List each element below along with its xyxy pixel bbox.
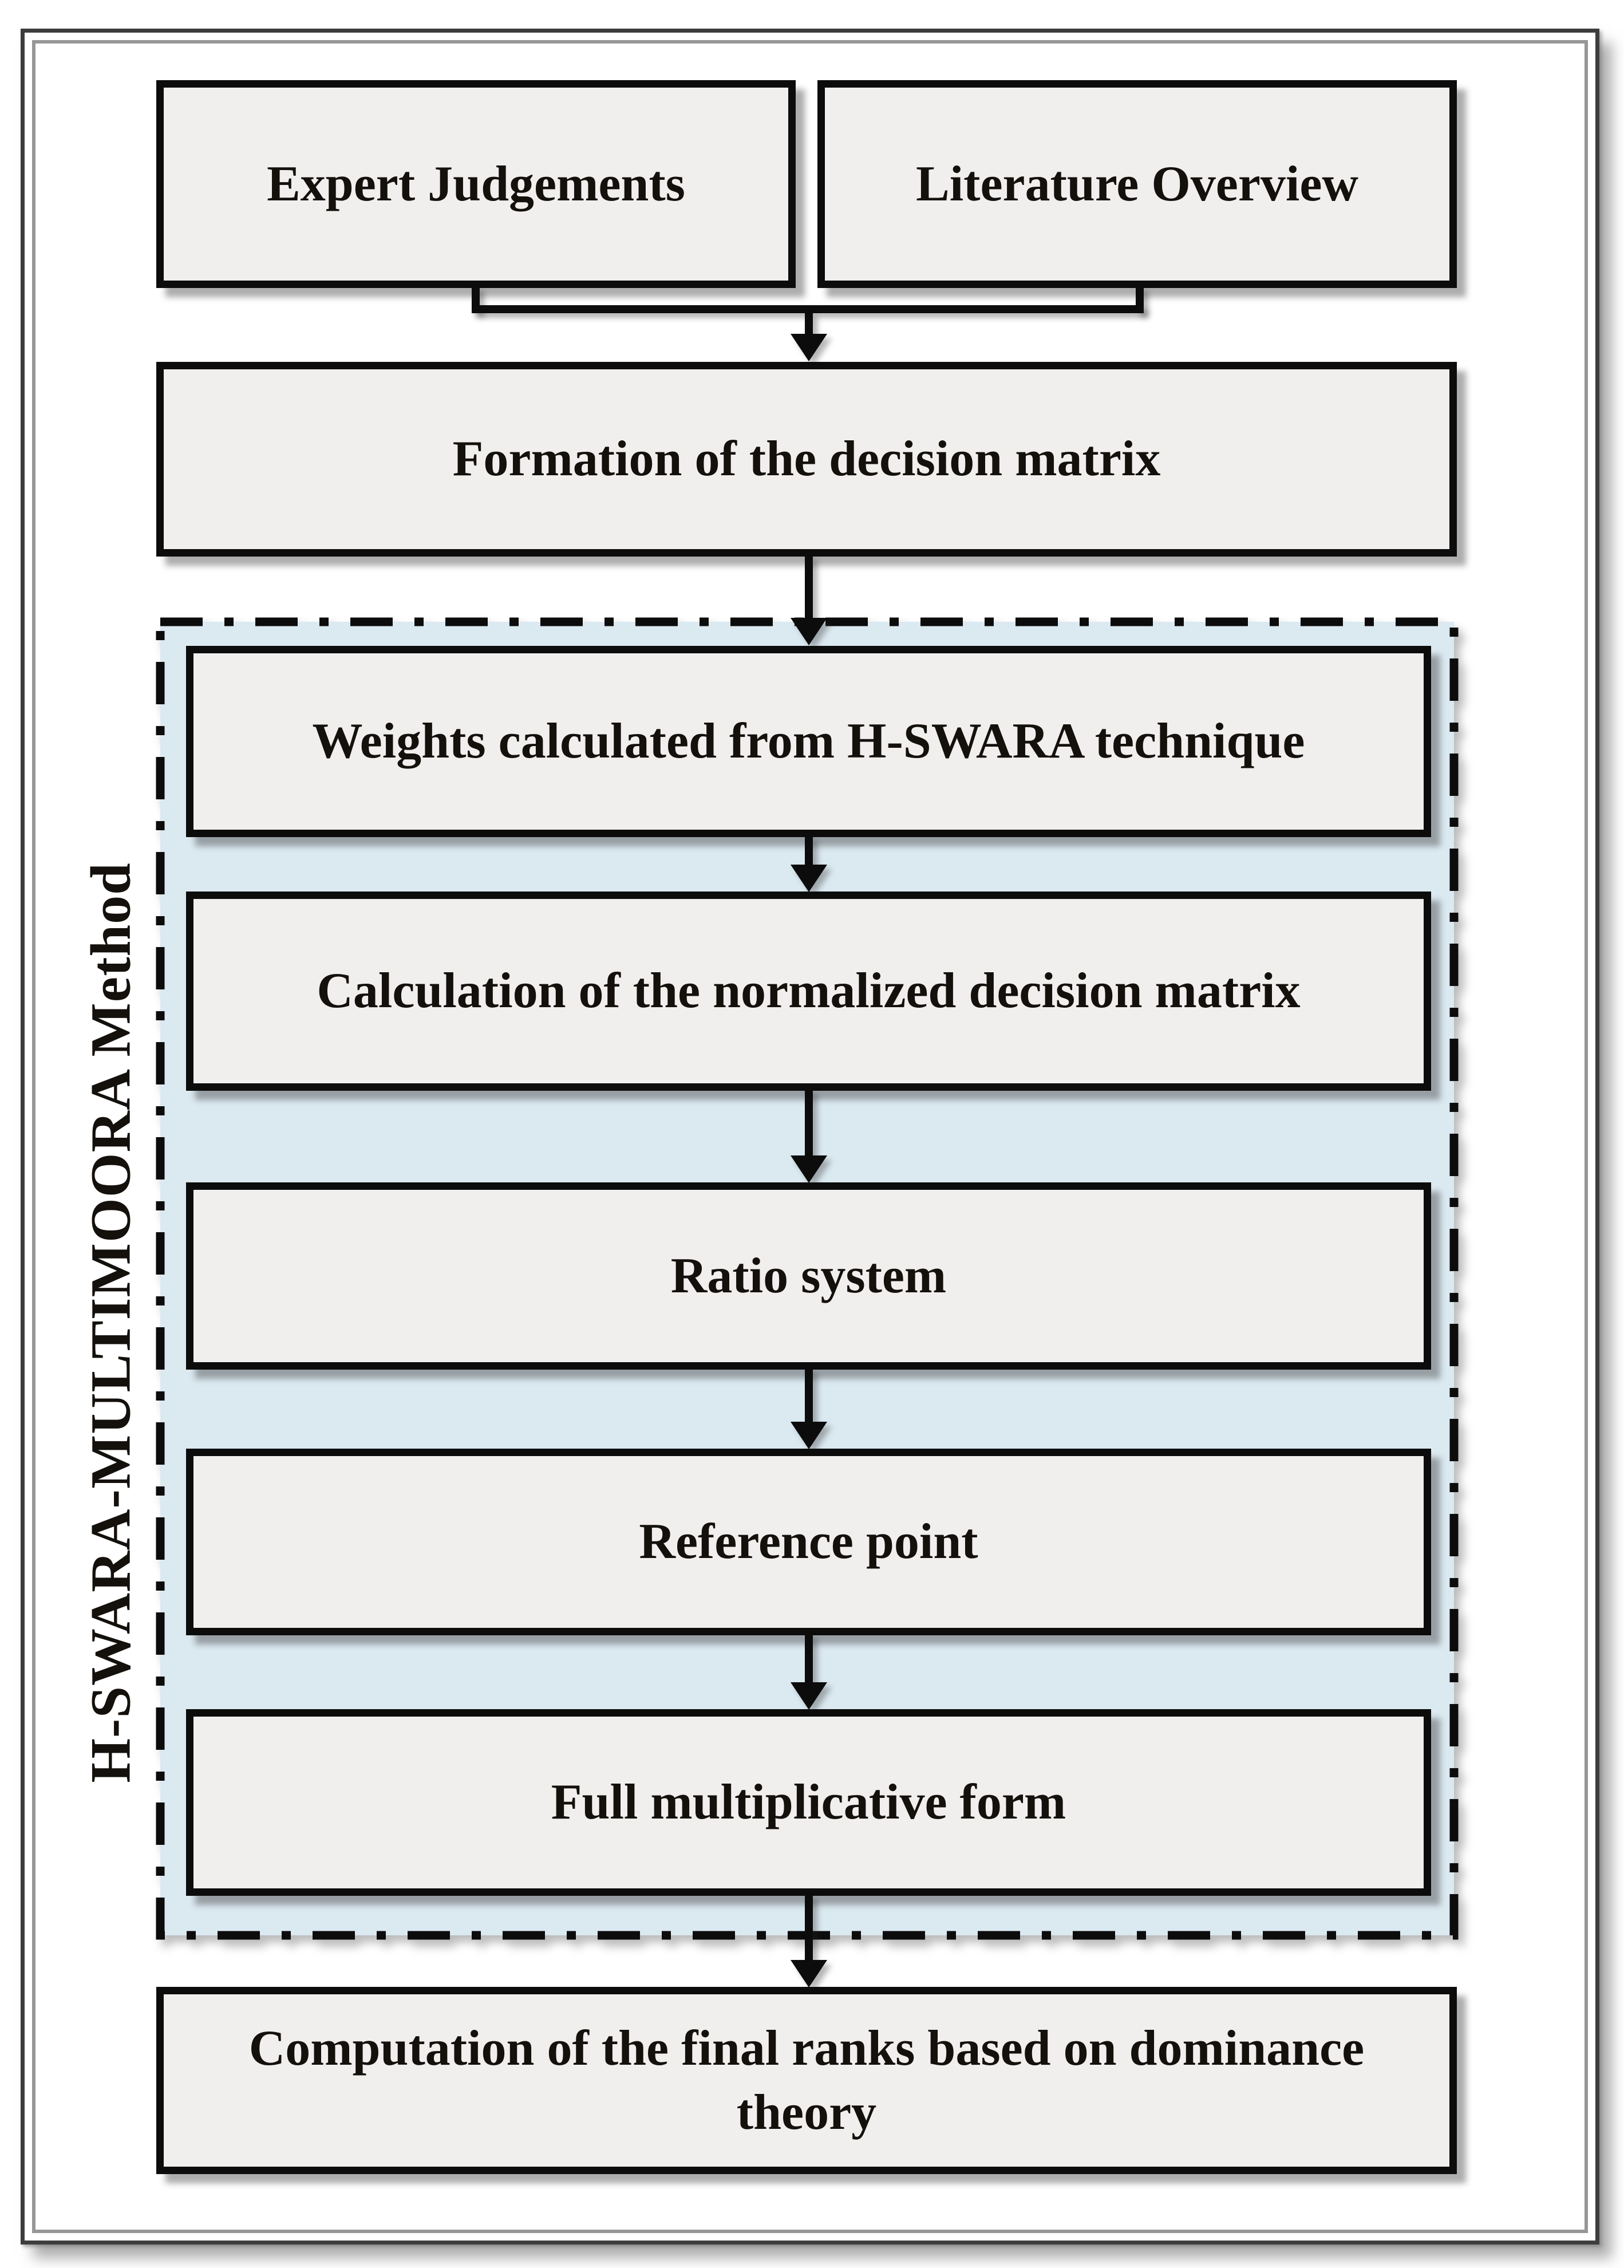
- node-formation-decision-matrix: Formation of the decision matrix: [156, 362, 1457, 557]
- computation-label-line1: Computation of the final ranks based on …: [248, 2020, 1365, 2076]
- node-reference-point: Reference point: [186, 1449, 1431, 1635]
- node-normalized-decision-matrix: Calculation of the normalized decision m…: [186, 892, 1431, 1091]
- connector-a4-shaft: [805, 1368, 813, 1422]
- node-computation-final-ranks: Computation of the final ranks based on …: [156, 1987, 1457, 2174]
- connector-a3-shaft: [805, 1090, 813, 1156]
- node-expert-judgements: Expert Judgements: [156, 80, 796, 288]
- node-weights-hswara-label: Weights calculated from H-SWARA techniqu…: [312, 713, 1305, 769]
- arrow-down-icon: [791, 1155, 827, 1183]
- arrow-down-icon: [791, 1422, 827, 1449]
- node-full-multiplicative-form-label: Full multiplicative form: [551, 1774, 1066, 1830]
- arrow-down-icon: [791, 334, 827, 361]
- arrow-down-icon: [791, 865, 827, 892]
- node-literature-overview: Literature Overview: [817, 80, 1457, 288]
- arrow-down-icon: [791, 1682, 827, 1710]
- arrow-down-icon: [791, 1960, 827, 1987]
- connector-merge-bar: [472, 305, 1144, 313]
- connector-merge-arrow-shaft: [805, 312, 813, 335]
- connector-a1-shaft: [805, 555, 813, 618]
- node-reference-point-label: Reference point: [639, 1514, 978, 1569]
- node-literature-overview-label: Literature Overview: [916, 156, 1358, 212]
- arrow-down-icon: [791, 618, 827, 645]
- node-weights-hswara: Weights calculated from H-SWARA techniqu…: [186, 646, 1431, 837]
- connector-a5-shaft: [805, 1634, 813, 1683]
- node-computation-final-ranks-label: Computation of the final ranks based on …: [249, 2017, 1365, 2145]
- connector-a6-shaft: [805, 1895, 813, 1961]
- method-container-vertical-label: H-SWARA-MULTIMOORA Method: [78, 862, 143, 1783]
- node-expert-judgements-label: Expert Judgements: [267, 156, 685, 212]
- node-ratio-system-label: Ratio system: [670, 1248, 947, 1304]
- node-ratio-system: Ratio system: [186, 1182, 1431, 1370]
- connector-a2-shaft: [805, 836, 813, 866]
- node-normalized-decision-matrix-label: Calculation of the normalized decision m…: [317, 963, 1301, 1019]
- node-formation-decision-matrix-label: Formation of the decision matrix: [452, 431, 1161, 487]
- node-full-multiplicative-form: Full multiplicative form: [186, 1709, 1431, 1896]
- computation-label-line2: theory: [736, 2084, 877, 2140]
